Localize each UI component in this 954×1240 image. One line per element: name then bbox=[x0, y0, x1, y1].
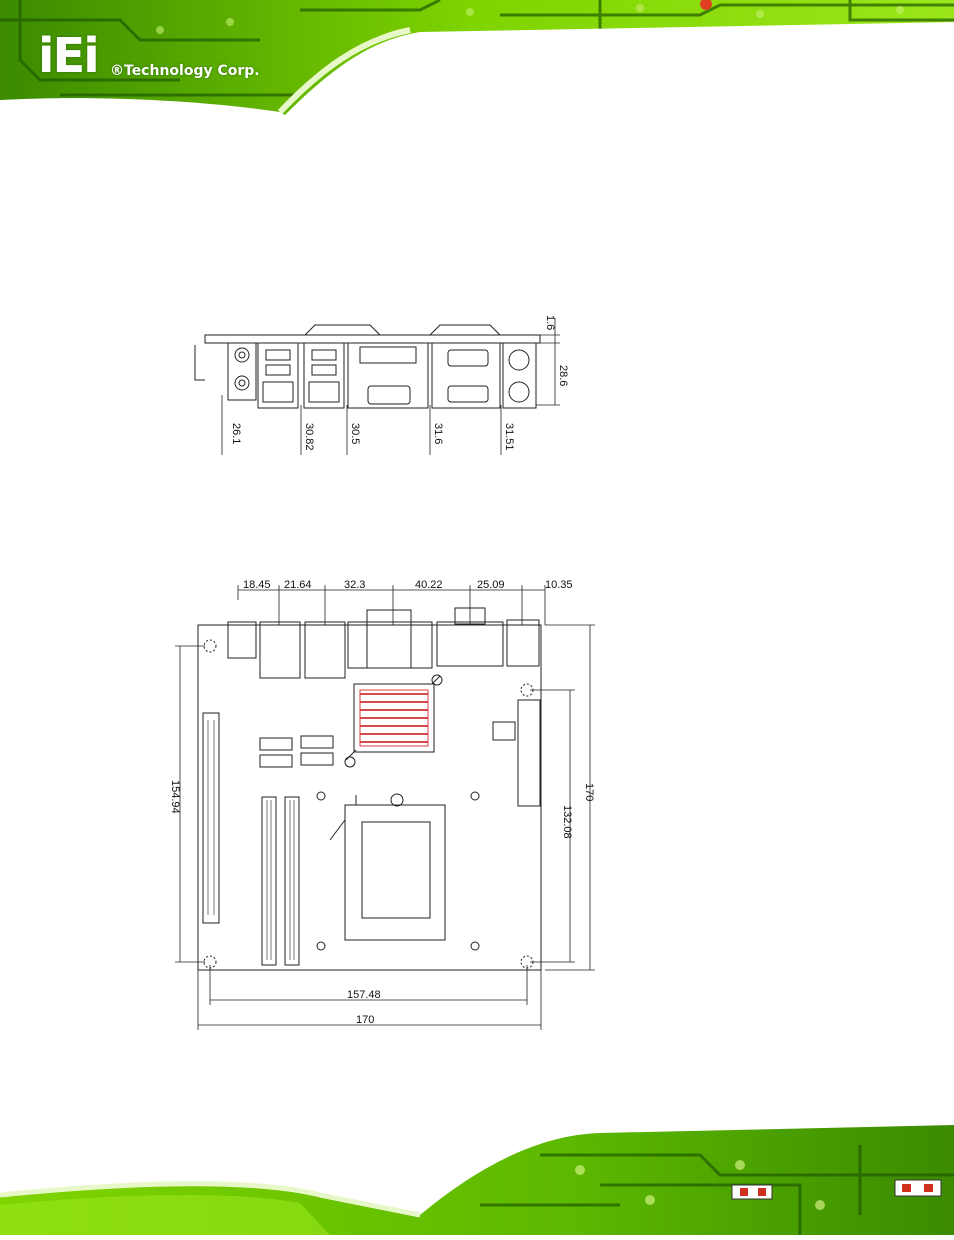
dim-170-bottom: 170 bbox=[356, 1014, 374, 1026]
pcb-footer-graphic bbox=[0, 1125, 954, 1235]
dim-25-09: 25.09 bbox=[477, 579, 505, 591]
dim-31-6: 31.6 bbox=[432, 423, 444, 444]
board-top-view-drawing: 18.45 21.64 32.3 40.22 25.09 10.35 154.9… bbox=[165, 575, 605, 1035]
dim-31-51: 31.51 bbox=[503, 423, 515, 451]
dim-30-5: 30.5 bbox=[349, 423, 361, 444]
dim-154-94: 154.94 bbox=[169, 780, 181, 814]
header-banner: iEi ®Technology Corp. bbox=[0, 0, 954, 115]
pcb-header-graphic bbox=[0, 0, 954, 115]
dim-32-3: 32.3 bbox=[344, 579, 365, 591]
dim-132-08: 132.08 bbox=[561, 805, 573, 839]
dim-28-6: 28.6 bbox=[557, 365, 569, 386]
dim-21-64: 21.64 bbox=[284, 579, 312, 591]
dim-10-35: 10.35 bbox=[545, 579, 573, 591]
dim-26-1: 26.1 bbox=[230, 423, 242, 444]
io-panel-drawing: 26.1 30.82 30.5 31.6 31.51 1.6 28.6 bbox=[190, 305, 580, 465]
dim-40-22: 40.22 bbox=[415, 579, 443, 591]
footer-banner bbox=[0, 1125, 954, 1235]
dim-170-right: 170 bbox=[583, 783, 595, 801]
brand-name: ®Technology Corp. bbox=[110, 63, 260, 79]
dim-157-48: 157.48 bbox=[347, 989, 381, 1001]
dim-18-45: 18.45 bbox=[243, 579, 271, 591]
dim-30-82: 30.82 bbox=[303, 423, 315, 451]
dim-1-6: 1.6 bbox=[544, 315, 556, 330]
iei-logo: iEi bbox=[38, 28, 98, 84]
